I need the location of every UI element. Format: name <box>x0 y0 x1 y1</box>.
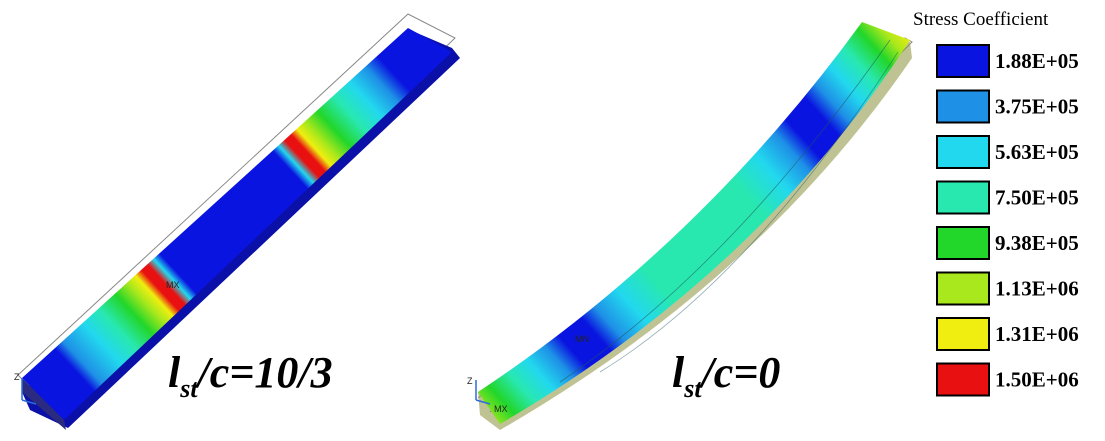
caption-left: lst/c=10/3 <box>168 348 333 403</box>
legend-label: 7.50E+05 <box>995 186 1079 210</box>
legend-label: 1.31E+06 <box>995 322 1079 346</box>
legend-title: Stress Coefficient <box>913 9 1049 30</box>
caption-right: lst/c=0 <box>672 348 780 403</box>
axis-triad-right: Z <box>467 376 491 405</box>
legend-swatch <box>936 135 990 169</box>
legend-label: 1.13E+06 <box>995 277 1079 301</box>
legend-label: 9.38E+05 <box>995 231 1079 255</box>
beam-left: MX Z <box>14 13 460 430</box>
caption-left-sub: st <box>179 374 198 403</box>
caption-right-sub: st <box>683 374 702 403</box>
legend-entry: 7.50E+05 <box>936 180 1079 215</box>
legend-swatch <box>936 317 990 351</box>
axis-triad-left: Z <box>14 372 37 405</box>
legend-entry: 3.75E+05 <box>936 89 1079 124</box>
legend-label: 1.88E+05 <box>995 49 1079 73</box>
legend-swatch <box>936 226 990 260</box>
legend-entry: 1.13E+06 <box>936 271 1079 306</box>
legend-entry: 1.88E+05 <box>936 44 1079 78</box>
beam-right: MN MX Z <box>467 22 913 430</box>
legend: Stress Coefficient 1.88E+05 3.75E+05 5.63E… <box>913 9 1079 397</box>
legend-label: 5.63E+05 <box>995 140 1079 164</box>
caption-left-l: l <box>168 348 181 397</box>
legend-label: 3.75E+05 <box>995 95 1079 119</box>
legend-swatch <box>936 89 990 124</box>
legend-swatch <box>936 44 990 78</box>
beam-left-top <box>22 28 452 420</box>
laminate-line <box>599 51 899 373</box>
legend-swatch <box>936 271 990 306</box>
mx-label-left: MX <box>166 280 180 290</box>
beam-left-edge <box>22 378 66 430</box>
legend-swatch <box>936 180 990 215</box>
beam-right-top <box>478 22 910 424</box>
mn-label-right: MN <box>575 334 589 344</box>
caption-right-rest: /c=0 <box>699 348 781 397</box>
mx-label-right: MX <box>494 404 508 414</box>
svg-text:Z: Z <box>467 376 473 386</box>
caption-left-rest: /c=10/3 <box>195 348 333 397</box>
laminate-line <box>559 39 891 383</box>
caption-right-l: l <box>672 348 685 397</box>
svg-text:Z: Z <box>14 372 20 382</box>
legend-swatch <box>936 362 990 397</box>
legend-label: 1.50E+06 <box>995 368 1079 392</box>
legend-entry: 1.50E+06 <box>936 362 1079 397</box>
legend-entries: 1.88E+05 3.75E+05 5.63E+05 7.50E+05 9.38E+05… <box>936 44 1079 397</box>
legend-entry: 5.63E+05 <box>936 135 1079 169</box>
legend-entry: 9.38E+05 <box>936 226 1079 260</box>
legend-entry: 1.31E+06 <box>936 317 1079 351</box>
